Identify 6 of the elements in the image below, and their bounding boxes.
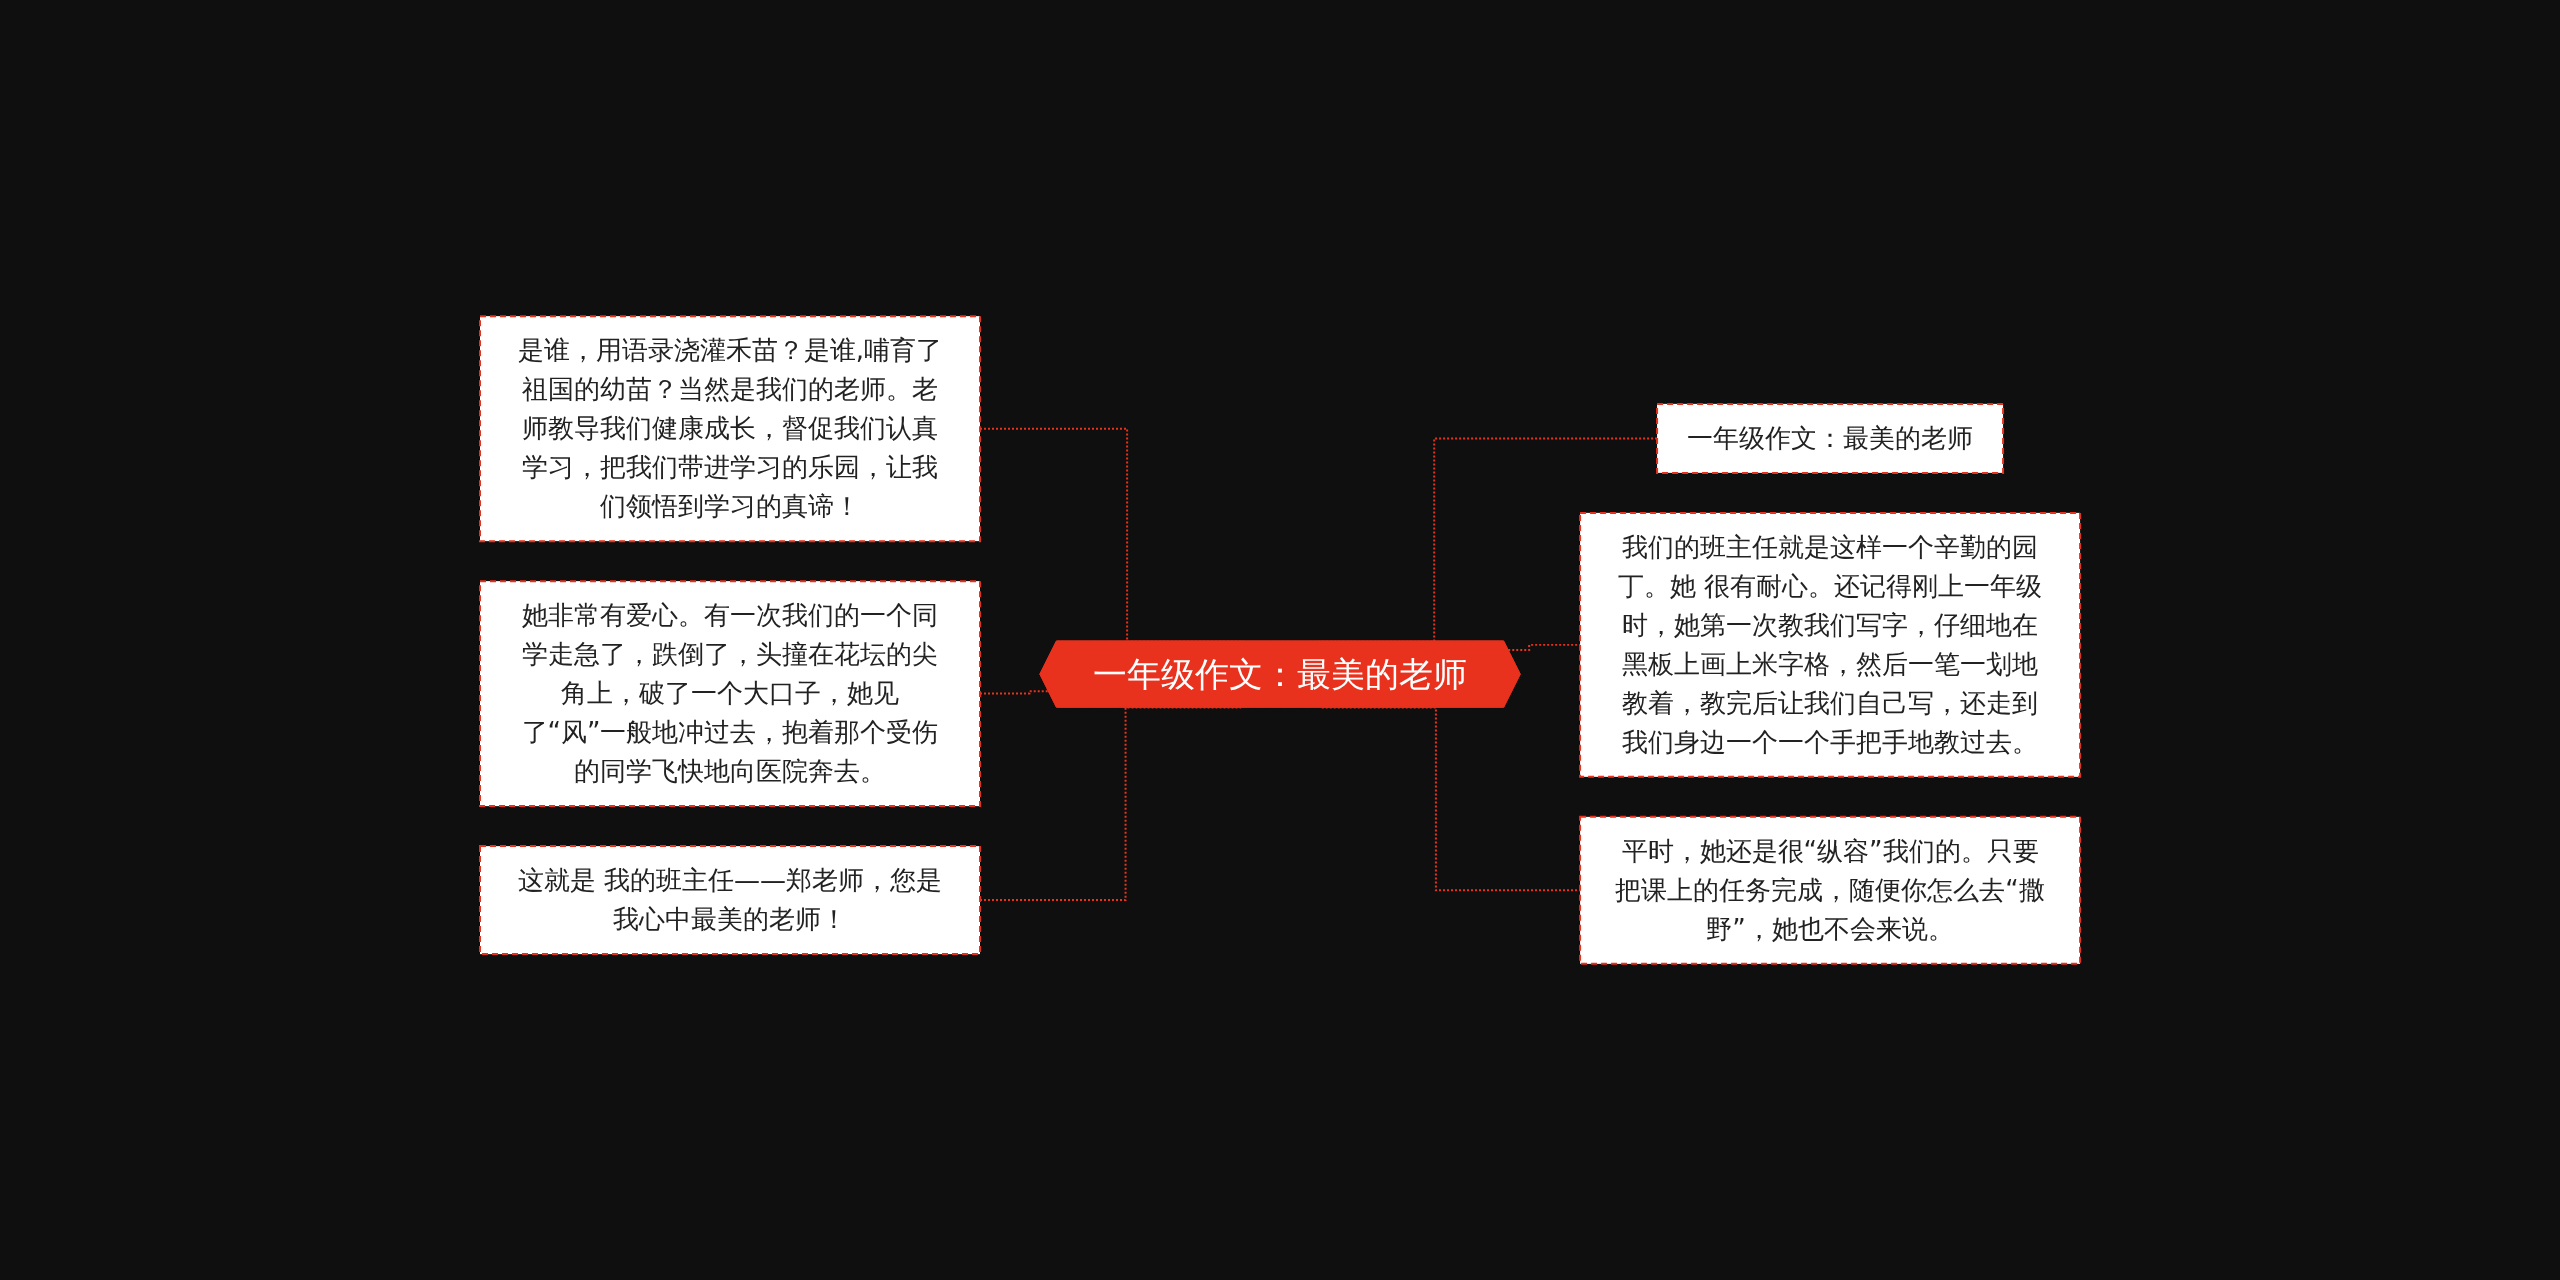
node-box: 我们的班主任就是这样一个辛勤的园丁。她 很有耐心。还记得刚上一年级时，她第一次教我们写字，仔细地在黑板上画上米字格，然后一笔一划地教着，教完后让我们自己写，还走到我们身边一个一个手把手地教过去。 <box>1579 511 2082 778</box>
node-box: 这就是 我的班主任——郑老师，您是我心中最美的老师！ <box>478 845 981 956</box>
node-box: 平时，她还是很“纵容”我们的。只要把课上的任务完成，随便你怎么去“撒野”，她也不会来说。 <box>1579 815 2082 965</box>
node-box: 是谁，用语录浇灌禾苗？是谁,哺育了祖国的幼苗？当然是我们的老师。老师教导我们健康成长，督促我们认真学习，把我们带进学习的乐园，让我们领悟到学习的真谛！ <box>478 315 981 543</box>
node-box: 一年级作文：最美的老师 <box>1656 402 2005 474</box>
node-box: 她非常有爱心。有一次我们的一个同学走急了，跌倒了，头撞在花坛的尖角上，破了一个大口子，她见了“风”一般地冲过去，抱着那个受伤的同学飞快地向医院奔去。 <box>478 580 981 808</box>
